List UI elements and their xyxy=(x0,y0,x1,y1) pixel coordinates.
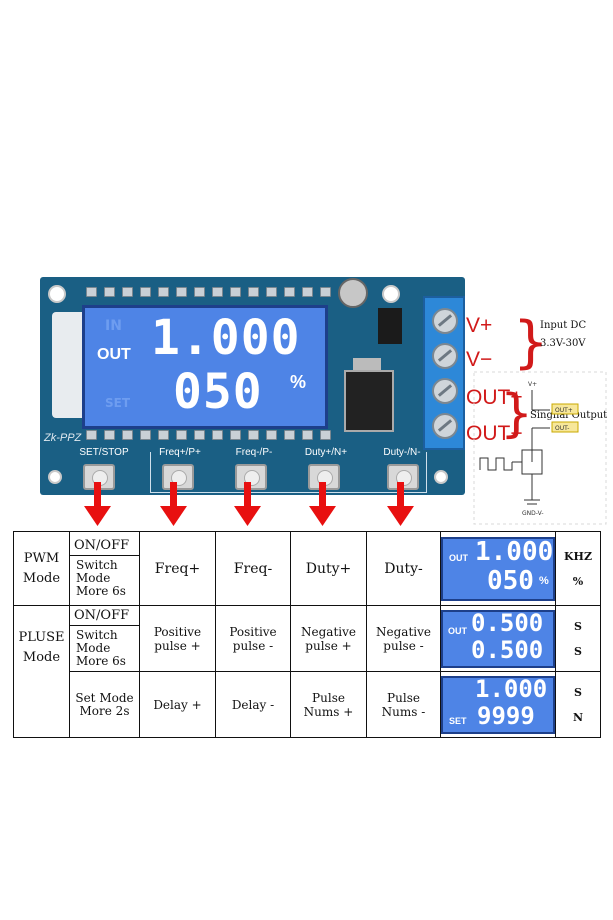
lcd-percent-unit: % xyxy=(290,372,307,392)
capacitor xyxy=(338,278,368,308)
lcd-frequency-value: 1.000 xyxy=(151,310,301,366)
screw-icon xyxy=(432,343,458,369)
freq-minus-label: Freq-/P- xyxy=(235,447,273,458)
pwm-display-cell: OUT 1.000 050 % xyxy=(440,531,556,606)
terminal-outminus-label: OUT− xyxy=(466,422,523,445)
output-circuit-diagram: V+ OUT+ OUT- GND-V- xyxy=(473,371,607,525)
pwm-lcd-display: OUT 1.000 050 % xyxy=(441,536,555,601)
input-dc-label: Input DC xyxy=(540,320,587,331)
pwm-onoff-label: ON/OFF xyxy=(70,536,139,556)
mount-hole xyxy=(382,285,400,303)
pwm-mode-cell: PWM Mode xyxy=(13,531,70,606)
duty-plus-label: Duty+/N+ xyxy=(304,447,348,458)
delay-plus-cell: Delay + xyxy=(139,671,216,738)
lcd-ghost-in: IN xyxy=(105,318,122,334)
screw-icon xyxy=(432,378,458,404)
pluse-mode-line2: Mode xyxy=(22,650,61,665)
input-voltage-range: 3.3V-30V xyxy=(540,338,586,349)
screw-icon xyxy=(432,308,458,334)
circuit-out-minus: OUT- xyxy=(555,425,569,432)
pluse-display-cell: OUT 0.500 0.500 xyxy=(440,605,556,672)
arrow-down-icon xyxy=(84,482,111,526)
chip xyxy=(378,308,402,344)
freq-minus-cell: Freq- xyxy=(215,531,291,606)
delay-minus-cell: Delay - xyxy=(215,671,291,738)
mount-hole xyxy=(48,285,66,303)
signal-output-label: Singnal Output xyxy=(530,410,608,421)
board-lcd-display: IN SET OUT 1.000 050 % xyxy=(82,305,328,429)
lcd-out-label: OUT xyxy=(97,346,131,363)
brace-icon: } xyxy=(500,384,534,444)
mount-hole xyxy=(434,470,448,484)
circuit-vplus-text: V+ xyxy=(528,381,537,388)
duty-minus-label: Duty-/N- xyxy=(383,447,421,458)
lcd-duty-value: 050 xyxy=(173,364,263,420)
mount-hole xyxy=(48,470,62,484)
terminal-vplus-label: V+ xyxy=(466,314,493,337)
set-stop-label: SET/STOP xyxy=(79,447,129,458)
pluse-onoff-label: ON/OFF xyxy=(70,606,139,626)
circuit-out-plus: OUT+ xyxy=(555,407,573,414)
terminal-vminus-label: V− xyxy=(466,348,493,371)
duty-minus-button[interactable] xyxy=(387,464,419,490)
set-display-cell: SET 1.000 9999 xyxy=(440,671,556,738)
pwm-units: KHZ % xyxy=(555,531,601,606)
pluse-lcd-display: OUT 0.500 0.500 xyxy=(441,609,555,668)
arrow-down-icon xyxy=(309,482,336,526)
button-silkscreen-frame xyxy=(150,452,427,493)
set-lcd-display: SET 1.000 9999 xyxy=(441,675,555,734)
set-units: S N xyxy=(555,671,601,738)
pluse-mode-cell: PLUSE Mode xyxy=(13,605,70,738)
arrow-down-icon xyxy=(160,482,187,526)
pluse-mode-line1: PLUSE xyxy=(18,630,65,645)
lcd-backlight-tab xyxy=(52,312,82,418)
freq-plus-cell: Freq+ xyxy=(139,531,216,606)
screw-icon xyxy=(432,413,458,439)
pwm-mode-line1: PWM xyxy=(23,550,60,566)
duty-plus-cell: Duty+ xyxy=(290,531,367,606)
arrow-down-icon xyxy=(387,482,414,526)
arrows-layer xyxy=(84,482,414,526)
screw-terminal-block xyxy=(423,296,465,450)
freq-plus-label: Freq+/P+ xyxy=(159,447,201,458)
circuit-gnd: GND-V- xyxy=(522,510,544,517)
brace-icon: } xyxy=(513,310,549,375)
terminal-outplus-label: OUT+ xyxy=(466,386,523,409)
lcd-ghost-set: SET xyxy=(105,396,131,410)
pwm-mode-line2: Mode xyxy=(22,570,61,586)
mosfet xyxy=(344,370,394,432)
arrow-down-icon xyxy=(234,482,261,526)
duty-minus-cell: Duty- xyxy=(366,531,441,606)
board-model-label: Zk-PPZ xyxy=(44,432,82,444)
pluse-units: S S xyxy=(555,605,601,672)
